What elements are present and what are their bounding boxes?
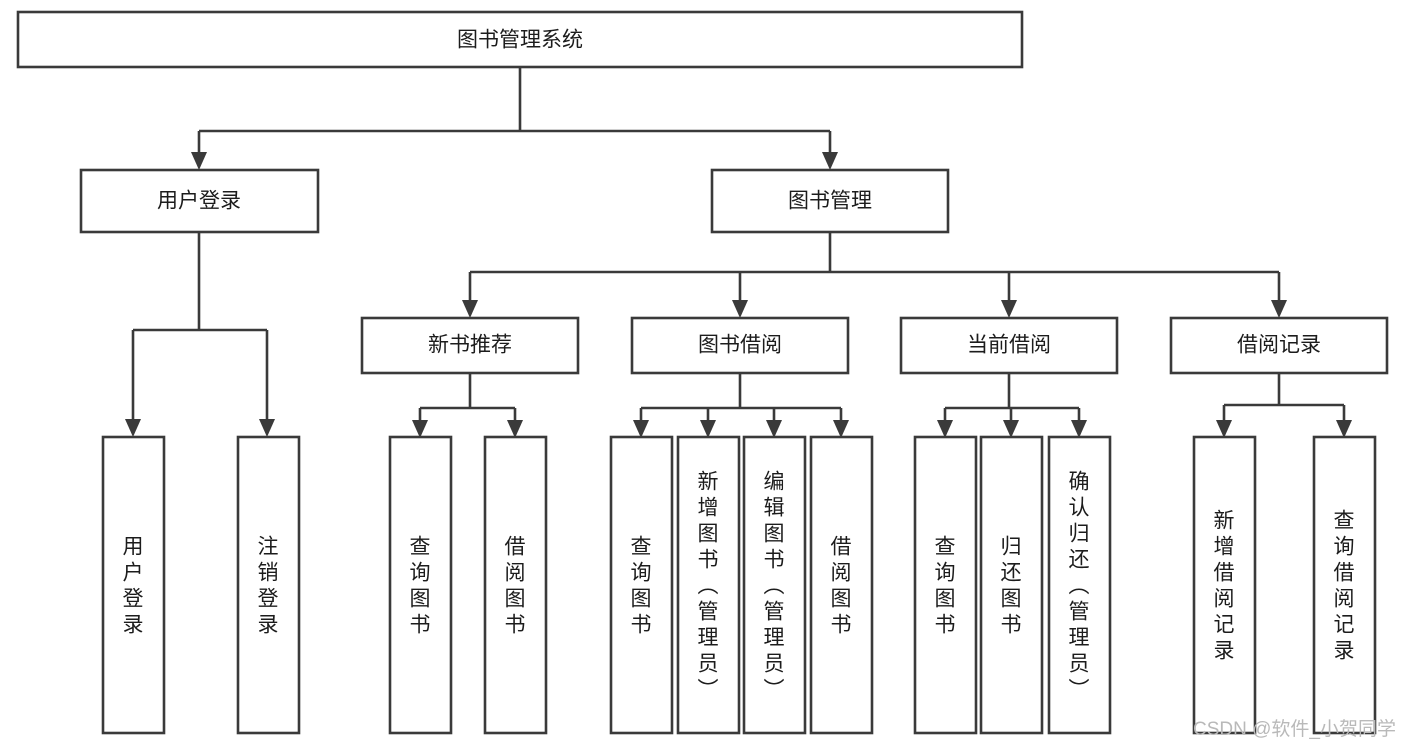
edge-group-borrow-records-to-leaves	[1216, 373, 1352, 438]
node-leaf-current-borrow-0[interactable]: 查询图书	[913, 435, 978, 735]
node-root-box	[16, 10, 1024, 69]
node-leaf-user-login-0[interactable]: 用户登录	[101, 435, 166, 735]
node-new-book-recommend-box	[360, 316, 580, 375]
node-leaf-new-book-1[interactable]: 借阅图书	[483, 435, 548, 735]
node-leaf-book-borrow-1[interactable]: 新增图书︵管理员︶	[676, 435, 741, 735]
node-current-borrow[interactable]: 当前借阅	[899, 316, 1119, 375]
node-leaf-book-borrow-3[interactable]: 借阅图书	[809, 435, 874, 735]
node-leaf-book-borrow-1-label: 新增图书︵管理员︶	[698, 470, 719, 701]
node-root-label: 图书管理系统	[457, 29, 583, 52]
node-leaf-current-borrow-1[interactable]: 归还图书	[979, 435, 1044, 735]
node-leaf-book-borrow-2[interactable]: 编辑图书︵管理员︶	[742, 435, 807, 735]
node-borrow-records-box	[1169, 316, 1389, 375]
node-leaf-new-book-1-box	[483, 435, 548, 735]
node-current-borrow-box	[899, 316, 1119, 375]
node-leaf-book-borrow-3-box	[809, 435, 874, 735]
node-leaf-borrow-records-1-box	[1312, 435, 1377, 735]
node-leaf-borrow-records-0[interactable]: 新增借阅记录	[1192, 435, 1257, 735]
node-leaf-borrow-records-1[interactable]: 查询借阅记录	[1312, 435, 1377, 735]
arrow-book-mgmt-to-book-borrow	[732, 300, 748, 318]
node-leaf-user-login-1-box	[236, 435, 301, 735]
node-new-book-recommend[interactable]: 新书推荐	[360, 316, 580, 375]
arrow-borrow-records-leaf-0	[1216, 420, 1232, 438]
node-leaf-current-borrow-0-box	[913, 435, 978, 735]
node-current-borrow-label: 当前借阅	[967, 334, 1051, 357]
arrow-user-login-leaf-1	[259, 419, 275, 437]
node-leaf-current-borrow-2-label: 确认归还︵管理员︶	[1069, 470, 1090, 701]
arrow-new-book-leaf-0	[412, 420, 428, 438]
edge-group-book-mgmt-to-level3	[462, 232, 1287, 318]
edge-group-root-to-level2	[191, 67, 838, 170]
node-leaf-new-book-0-label: 查询图书	[410, 535, 431, 636]
arrow-book-borrow-leaf-2	[766, 420, 782, 438]
arrow-current-borrow-leaf-1	[1003, 420, 1019, 438]
arrow-root-to-user-login	[191, 152, 207, 170]
arrow-book-mgmt-to-current-borrow	[1001, 300, 1017, 318]
node-borrow-records[interactable]: 借阅记录	[1169, 316, 1389, 375]
arrow-new-book-leaf-1	[507, 420, 523, 438]
node-leaf-book-borrow-0-box	[609, 435, 674, 735]
node-leaf-book-borrow-1-box	[676, 435, 741, 735]
node-book-management-label: 图书管理	[788, 190, 872, 213]
edge-group-new-book-to-leaves	[412, 373, 523, 438]
arrow-book-borrow-leaf-3	[833, 420, 849, 438]
arrow-user-login-leaf-0	[125, 419, 141, 437]
node-leaf-new-book-0[interactable]: 查询图书	[388, 435, 453, 735]
arrow-current-borrow-leaf-0	[937, 420, 953, 438]
arrow-book-borrow-leaf-1	[700, 420, 716, 438]
arrow-book-mgmt-to-borrow-records	[1271, 300, 1287, 318]
node-leaf-current-borrow-1-label: 归还图书	[1001, 535, 1022, 636]
node-book-management-box	[710, 168, 950, 234]
arrow-borrow-records-leaf-1	[1336, 420, 1352, 438]
node-leaf-current-borrow-2[interactable]: 确认归还︵管理员︶	[1047, 435, 1112, 735]
watermark-label: CSDN @软件_小贺同学	[1193, 718, 1396, 740]
node-leaf-borrow-records-0-label: 新增借阅记录	[1214, 509, 1235, 662]
node-leaf-book-borrow-2-label: 编辑图书︵管理员︶	[764, 470, 785, 701]
edge-group-user-login-to-leaves	[125, 232, 275, 437]
node-leaf-user-login-0-box	[101, 435, 166, 735]
node-book-borrow[interactable]: 图书借阅	[630, 316, 850, 375]
node-leaf-user-login-0-label: 用户登录	[123, 535, 144, 636]
node-new-book-recommend-label: 新书推荐	[428, 334, 512, 357]
node-leaf-book-borrow-0[interactable]: 查询图书	[609, 435, 674, 735]
node-book-borrow-label: 图书借阅	[698, 334, 782, 357]
node-leaf-book-borrow-2-box	[742, 435, 807, 735]
node-leaf-book-borrow-3-label: 借阅图书	[831, 535, 852, 636]
node-book-borrow-box	[630, 316, 850, 375]
node-leaf-user-login-1[interactable]: 注销登录	[236, 435, 301, 735]
node-leaf-new-book-0-box	[388, 435, 453, 735]
arrow-book-borrow-leaf-0	[633, 420, 649, 438]
node-leaf-new-book-1-label: 借阅图书	[505, 535, 526, 636]
node-book-management[interactable]: 图书管理	[710, 168, 950, 234]
node-root-book-management-system[interactable]: 图书管理系统	[16, 10, 1024, 69]
node-user-login-box	[79, 168, 320, 234]
arrow-book-mgmt-to-new-book	[462, 300, 478, 318]
edge-group-book-borrow-to-leaves	[633, 373, 849, 438]
arrow-current-borrow-leaf-2	[1071, 420, 1087, 438]
node-leaf-user-login-1-label: 注销登录	[258, 535, 279, 636]
edge-group-current-borrow-to-leaves	[937, 373, 1087, 438]
node-leaf-borrow-records-0-box	[1192, 435, 1257, 735]
node-user-login[interactable]: 用户登录	[79, 168, 320, 234]
node-user-login-label: 用户登录	[157, 190, 241, 213]
node-leaf-current-borrow-1-box	[979, 435, 1044, 735]
node-leaf-current-borrow-2-box	[1047, 435, 1112, 735]
node-leaf-borrow-records-1-label: 查询借阅记录	[1334, 509, 1355, 662]
node-leaf-book-borrow-0-label: 查询图书	[631, 535, 652, 636]
arrow-root-to-book-mgmt	[822, 152, 838, 170]
node-borrow-records-label: 借阅记录	[1237, 334, 1321, 357]
node-leaf-current-borrow-0-label: 查询图书	[935, 535, 956, 636]
